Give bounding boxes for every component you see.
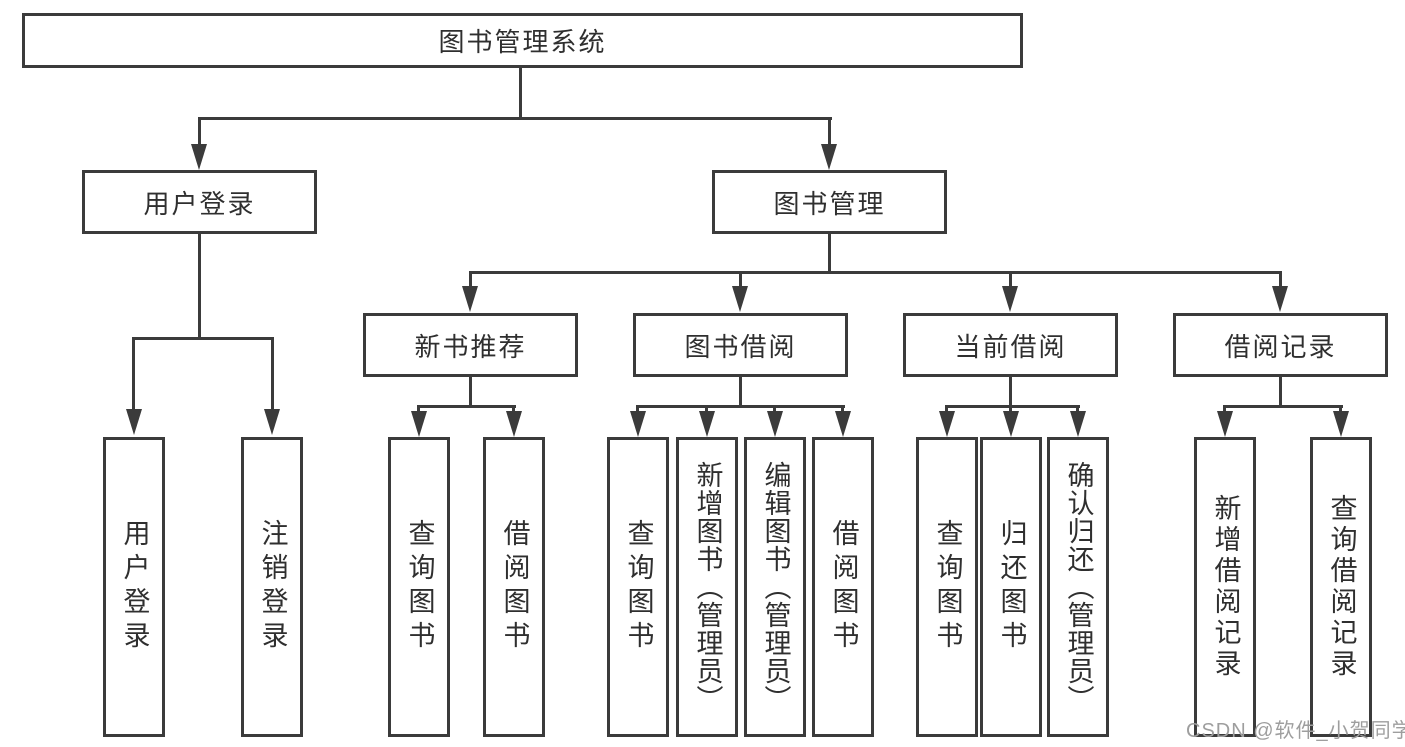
leaf-edit-book-admin-label: 编辑图书（管理员）	[760, 461, 791, 713]
connector-userlogin-stem	[198, 234, 201, 339]
node-book-management-label: 图书管理	[773, 188, 886, 219]
connector-records-drop2	[1339, 405, 1342, 414]
connector-records-hline	[1223, 405, 1343, 408]
arrow-down-icon	[1070, 411, 1086, 437]
arrow-down-icon	[835, 411, 851, 437]
node-book-borrow-label: 图书借阅	[684, 331, 797, 362]
node-user-login-label: 用户登录	[143, 188, 256, 219]
leaf-borrow-books-borrow-label: 借阅图书	[828, 519, 859, 655]
connector-current-stem	[1009, 377, 1012, 408]
arrow-down-icon	[821, 144, 837, 170]
node-current-borrow: 当前借阅	[903, 313, 1118, 377]
arrow-down-icon	[732, 286, 748, 312]
connector-userlogin-drop1	[132, 337, 135, 410]
leaf-return-book: 归还图书	[980, 437, 1042, 737]
leaf-confirm-return-admin-label: 确认归还（管理员）	[1063, 461, 1094, 713]
arrow-down-icon	[506, 411, 522, 437]
leaf-query-books-current-label: 查询图书	[932, 519, 963, 655]
connector-borrow-drop1	[636, 405, 639, 414]
node-book-borrow: 图书借阅	[633, 313, 848, 377]
connector-bookmgmt-stem	[828, 234, 831, 274]
connector-newbook-drop2	[512, 405, 515, 414]
node-new-book-recommend-label: 新书推荐	[414, 331, 527, 362]
connector-newbook-drop1	[417, 405, 420, 414]
leaf-add-borrow-record: 新增借阅记录	[1194, 437, 1256, 737]
connector-root-hline	[198, 117, 832, 120]
leaf-user-login: 用户登录	[103, 437, 165, 737]
connector-records-stem	[1279, 377, 1282, 408]
connector-records-drop1	[1223, 405, 1226, 414]
node-new-book-recommend: 新书推荐	[363, 313, 578, 377]
leaf-query-books-newbook: 查询图书	[388, 437, 450, 737]
arrow-down-icon	[1217, 411, 1233, 437]
leaf-logout: 注销登录	[241, 437, 303, 737]
connector-bookmgmt-drop1	[469, 271, 472, 288]
connector-root-right-drop	[828, 117, 831, 145]
leaf-query-borrow-record-label: 查询借阅记录	[1326, 494, 1357, 680]
connector-bookmgmt-drop3	[1009, 271, 1012, 288]
arrow-down-icon	[264, 409, 280, 435]
leaf-user-login-label: 用户登录	[119, 519, 150, 655]
node-library-system-label: 图书管理系统	[438, 27, 607, 57]
leaf-borrow-books-newbook-label: 借阅图书	[499, 519, 530, 655]
leaf-confirm-return-admin: 确认归还（管理员）	[1047, 437, 1109, 737]
connector-userlogin-drop2	[271, 337, 274, 410]
connector-borrow-hline	[636, 405, 845, 408]
arrow-down-icon	[191, 144, 207, 170]
arrow-down-icon	[1002, 286, 1018, 312]
arrow-down-icon	[1333, 411, 1349, 437]
leaf-add-borrow-record-label: 新增借阅记录	[1210, 494, 1241, 680]
arrow-down-icon	[630, 411, 646, 437]
connector-current-hline	[945, 405, 1080, 408]
arrow-down-icon	[126, 409, 142, 435]
arrow-down-icon	[1003, 411, 1019, 437]
node-library-system: 图书管理系统	[22, 13, 1023, 68]
connector-bookmgmt-drop2	[739, 271, 742, 288]
leaf-edit-book-admin: 编辑图书（管理员）	[744, 437, 806, 737]
leaf-query-books-newbook-label: 查询图书	[404, 519, 435, 655]
leaf-borrow-books-borrow: 借阅图书	[812, 437, 874, 737]
arrow-down-icon	[939, 411, 955, 437]
connector-current-drop2	[1009, 405, 1012, 414]
leaf-query-borrow-record: 查询借阅记录	[1310, 437, 1372, 737]
connector-bookmgmt-drop4	[1279, 271, 1282, 288]
node-borrow-records-label: 借阅记录	[1224, 331, 1337, 362]
connector-bookmgmt-hline	[469, 271, 1282, 274]
connector-newbook-stem	[469, 377, 472, 408]
leaf-query-books-current: 查询图书	[916, 437, 978, 737]
leaf-query-books-borrow-label: 查询图书	[623, 519, 654, 655]
connector-borrow-drop4	[841, 405, 844, 414]
arrow-down-icon	[462, 286, 478, 312]
connector-borrow-stem	[739, 377, 742, 408]
node-user-login: 用户登录	[82, 170, 317, 234]
connector-root-stem	[519, 68, 522, 120]
node-book-management: 图书管理	[712, 170, 947, 234]
leaf-add-book-admin: 新增图书（管理员）	[676, 437, 738, 737]
leaf-borrow-books-newbook: 借阅图书	[483, 437, 545, 737]
connector-borrow-drop2	[705, 405, 708, 414]
connector-newbook-hline	[417, 405, 516, 408]
connector-current-drop1	[945, 405, 948, 414]
arrow-down-icon	[699, 411, 715, 437]
node-borrow-records: 借阅记录	[1173, 313, 1388, 377]
leaf-query-books-borrow: 查询图书	[607, 437, 669, 737]
connector-userlogin-hline	[132, 337, 274, 340]
connector-root-left-drop	[198, 117, 201, 145]
leaf-add-book-admin-label: 新增图书（管理员）	[692, 461, 723, 713]
node-current-borrow-label: 当前借阅	[954, 331, 1067, 362]
arrow-down-icon	[411, 411, 427, 437]
csdn-watermark: CSDN @软件_小贺同学	[1186, 720, 1405, 742]
arrow-down-icon	[767, 411, 783, 437]
connector-current-drop3	[1076, 405, 1079, 414]
leaf-return-book-label: 归还图书	[996, 519, 1027, 655]
leaf-logout-label: 注销登录	[257, 519, 288, 655]
arrow-down-icon	[1272, 286, 1288, 312]
connector-borrow-drop3	[773, 405, 776, 414]
